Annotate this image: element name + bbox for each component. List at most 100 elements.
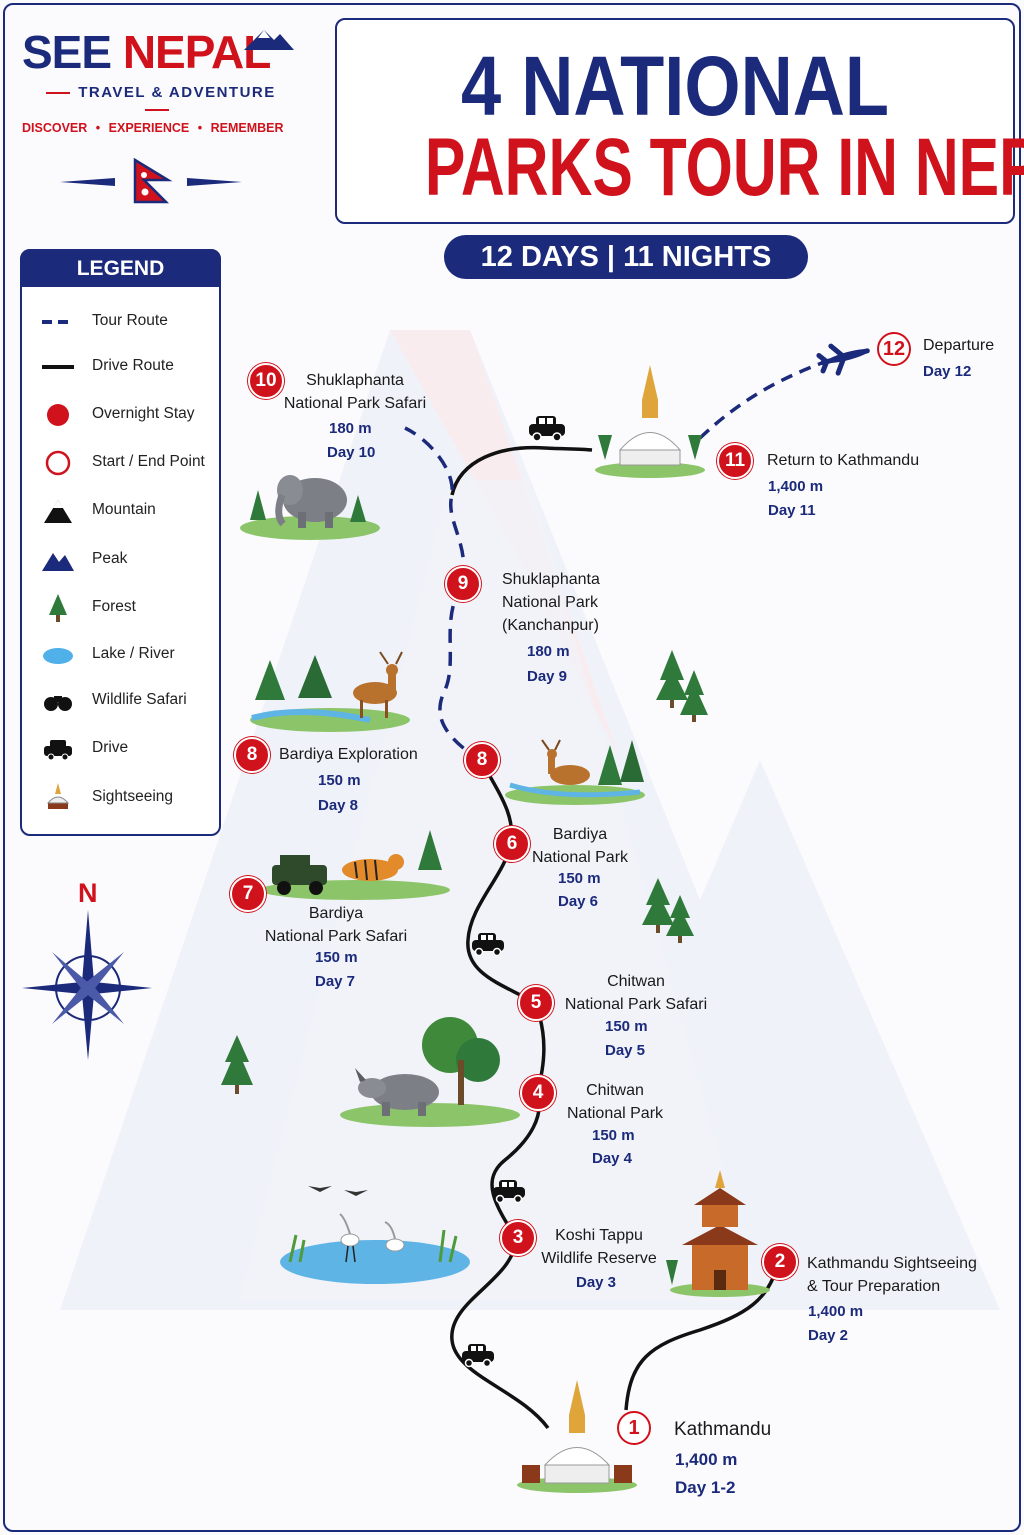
stop-8-day: Day 8 (318, 797, 359, 814)
stop-5-marker: 5 (518, 985, 554, 1021)
tree-icon (221, 1035, 253, 1094)
drive-route-5-6 (466, 842, 536, 1005)
tour-route-9-10 (404, 426, 466, 581)
stop-6-day: Day 6 (558, 893, 599, 910)
stop-10-name-line: National Park Safari (283, 395, 427, 412)
stop-9-name-line: Shuklaphanta (502, 571, 600, 588)
dashed-route-icon (42, 320, 74, 324)
stop-6-name: Bardiya National Park (525, 823, 635, 869)
brand-see: SEE (22, 26, 112, 78)
legend-label: Lake / River (92, 645, 175, 662)
legend-label: Drive Route (92, 357, 174, 374)
legend-label: Wildlife Safari (92, 691, 187, 708)
duration-badge: 12 DAYS | 11 NIGHTS (444, 235, 808, 279)
legend-label: Tour Route (92, 312, 168, 329)
stop-10-day: Day 10 (327, 444, 376, 461)
stop-12-name: Departure (923, 337, 995, 354)
stop-3-name: Koshi Tappu Wildlife Reserve (535, 1224, 663, 1270)
brand-logo: SEE NEPAL TRAVEL & ADVENTURE DISCOVER • … (22, 28, 297, 135)
legend-label: Peak (92, 550, 128, 567)
legend-item: Overnight Stay (22, 400, 219, 430)
legend-item: Peak (22, 545, 219, 575)
stop-5-day: Day 5 (605, 1042, 646, 1059)
lake-icon (43, 648, 73, 664)
stop-6-marker: 6 (494, 826, 530, 862)
stop-7-day: Day 7 (315, 973, 356, 990)
drive-route-3-4 (490, 1092, 541, 1239)
stop-6-name-line: National Park (531, 849, 629, 866)
legend-item: Drive Route (22, 352, 219, 382)
mountain-icon (44, 500, 72, 523)
compass-rose-icon (22, 910, 152, 1060)
stop-11-day: Day 11 (768, 502, 816, 519)
car-icon (529, 416, 565, 442)
brand-name: SEE NEPAL (22, 28, 297, 76)
legend-heading: LEGEND (20, 249, 221, 287)
stop-9-marker: 9 (445, 566, 481, 602)
stop-5-altitude: 150 m (605, 1018, 648, 1035)
legend-item: Mountain (22, 496, 219, 526)
peak-icon (42, 553, 74, 571)
title-line-1: 4 NATIONAL (460, 39, 890, 133)
drive-route-10-11 (450, 445, 593, 496)
stop-5-name-line: Chitwan (607, 973, 665, 990)
stop-11-altitude: 1,400 m (768, 478, 824, 495)
stop-1-name: Kathmandu (674, 1419, 772, 1440)
stupa-illustration (595, 365, 705, 478)
page-border (3, 3, 1021, 1532)
stop-7-name-line: National Park Safari (264, 928, 408, 945)
legend-item: Start / End Point (22, 448, 219, 478)
legend-label: Drive (92, 739, 129, 756)
elephant-scene-illustration (240, 475, 380, 540)
brand-tagline: DISCOVER • EXPERIENCE • REMEMBER (22, 121, 284, 135)
stop-4-name-line: Chitwan (586, 1082, 644, 1099)
car-icon (493, 1180, 525, 1204)
tagline-remember: REMEMBER (210, 121, 284, 135)
stop-6-name-line: Bardiya (552, 826, 608, 843)
tour-route-8-9 (438, 584, 483, 764)
stop-9-altitude: 180 m (527, 643, 570, 660)
stop-3-name-line: Koshi Tappu (555, 1227, 643, 1244)
tagline-experience: EXPERIENCE (108, 121, 190, 135)
brand-subtitle: TRAVEL & ADVENTURE (78, 84, 276, 101)
deer-scene-illustration (250, 651, 410, 732)
stop-9-name: Shuklaphanta National Park (Kanchanpur) (502, 568, 600, 637)
red-dot-icon (47, 404, 69, 426)
stop-12-day: Day 12 (923, 363, 972, 380)
legend-label: Overnight Stay (92, 405, 195, 422)
stop-7-marker: 7 (230, 876, 266, 912)
stop-8-altitude: 150 m (318, 772, 361, 789)
stop-12-marker: 12 (877, 332, 911, 366)
stop-9-name-line: National Park (502, 594, 599, 611)
stop-9-day: Day 9 (527, 668, 568, 685)
nepal-flag-icon (60, 158, 242, 204)
stop-1-marker: 1 (617, 1411, 651, 1445)
deer-river-scene-illustration (505, 739, 645, 805)
stop-2-name-line: & Tour Preparation (807, 1278, 941, 1295)
stop-2-name: Kathmandu Sightseeing & Tour Preparation (807, 1252, 977, 1298)
stop-10-marker: 10 (248, 363, 284, 399)
stop-3-marker: 3 (500, 1220, 536, 1256)
stupa-icon (46, 783, 70, 809)
legend-label: Mountain (92, 501, 156, 518)
brand-nepal: NEPAL (122, 26, 271, 78)
stop-11-name: Return to Kathmandu (767, 452, 920, 469)
legend-item: Drive (22, 734, 219, 764)
car-icon (44, 740, 72, 761)
legend-label: Start / End Point (92, 453, 205, 470)
stop-8-marker: 8 (234, 737, 270, 773)
tree-icon (642, 878, 694, 943)
title-box: 4 NATIONAL PARKS TOUR IN NEPAL (335, 18, 1024, 224)
stop-11-marker: 11 (717, 443, 753, 479)
stop-7-name: Bardiya National Park Safari (250, 902, 422, 948)
stop-1-altitude: 1,400 m (675, 1450, 738, 1469)
car-icon (462, 1344, 494, 1368)
legend-panel: LEGEND Tour Route Drive Route Overnight … (20, 249, 221, 836)
stop-5-name: Chitwan National Park Safari (556, 970, 716, 1016)
legend-item: Sightseeing (22, 783, 219, 813)
temple-illustration (666, 1170, 770, 1297)
jeep-tiger-scene-illustration (260, 830, 450, 900)
legend-item: Lake / River (22, 640, 219, 670)
